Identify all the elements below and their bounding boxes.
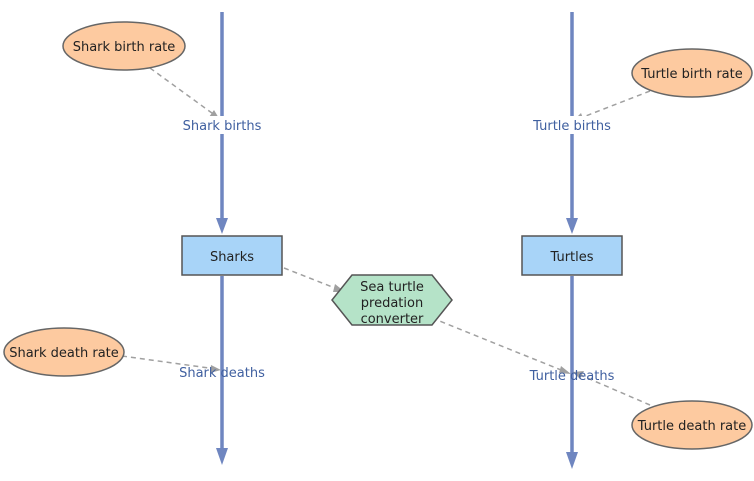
converter-label-line2: predation	[361, 296, 423, 311]
turtle-deaths-arrowhead	[566, 452, 578, 469]
stock-turtles[interactable]: Turtles	[521, 235, 623, 276]
param-shark-birth-rate[interactable]: Shark birth rate	[62, 21, 186, 71]
arrowhead-converter-turtle-deaths	[559, 366, 571, 374]
converter-sea-turtle-predation[interactable]: Sea turtle predation converter	[331, 274, 453, 327]
link-sharks-converter	[283, 267, 341, 291]
shark-births-arrowhead	[216, 218, 228, 234]
flow-label-turtle-births: Turtle births	[532, 119, 611, 134]
param-label-turtle-birth-rate: Turtle birth rate	[640, 67, 742, 82]
shark-births-label-bg	[178, 116, 266, 134]
param-label-shark-death-rate: Shark death rate	[9, 346, 119, 361]
shark-deaths-arrowhead	[216, 448, 228, 465]
stock-label-turtles: Turtles	[549, 250, 593, 265]
link-turtle-death-rate	[577, 373, 651, 406]
stock-sharks[interactable]: Sharks	[181, 235, 283, 276]
param-shark-death-rate[interactable]: Shark death rate	[3, 327, 125, 377]
link-shark-birth-rate	[149, 67, 217, 117]
arrowhead-shark-death-rate	[210, 365, 221, 373]
converter-label-line3: converter	[361, 312, 424, 327]
param-label-turtle-death-rate: Turtle death rate	[637, 419, 746, 434]
link-converter-turtle-deaths	[431, 317, 567, 373]
influence-links	[121, 67, 651, 406]
converter-label-line1: Sea turtle	[360, 280, 424, 295]
turtle-births-arrowhead	[566, 218, 578, 234]
param-label-shark-birth-rate: Shark birth rate	[73, 40, 176, 55]
turtle-births-label-bg	[528, 116, 616, 134]
flow-label-turtle-deaths: Turtle deaths	[529, 369, 615, 384]
link-shark-death-rate	[121, 355, 217, 370]
link-turtle-birth-rate	[577, 90, 651, 120]
flow-label-shark-births: Shark births	[183, 119, 262, 134]
param-turtle-birth-rate[interactable]: Turtle birth rate	[631, 48, 753, 98]
stock-label-sharks: Sharks	[210, 250, 254, 265]
param-turtle-death-rate[interactable]: Turtle death rate	[631, 400, 753, 450]
arrowhead-turtle-death-rate	[573, 371, 584, 379]
flow-label-shark-deaths: Shark deaths	[179, 366, 265, 381]
